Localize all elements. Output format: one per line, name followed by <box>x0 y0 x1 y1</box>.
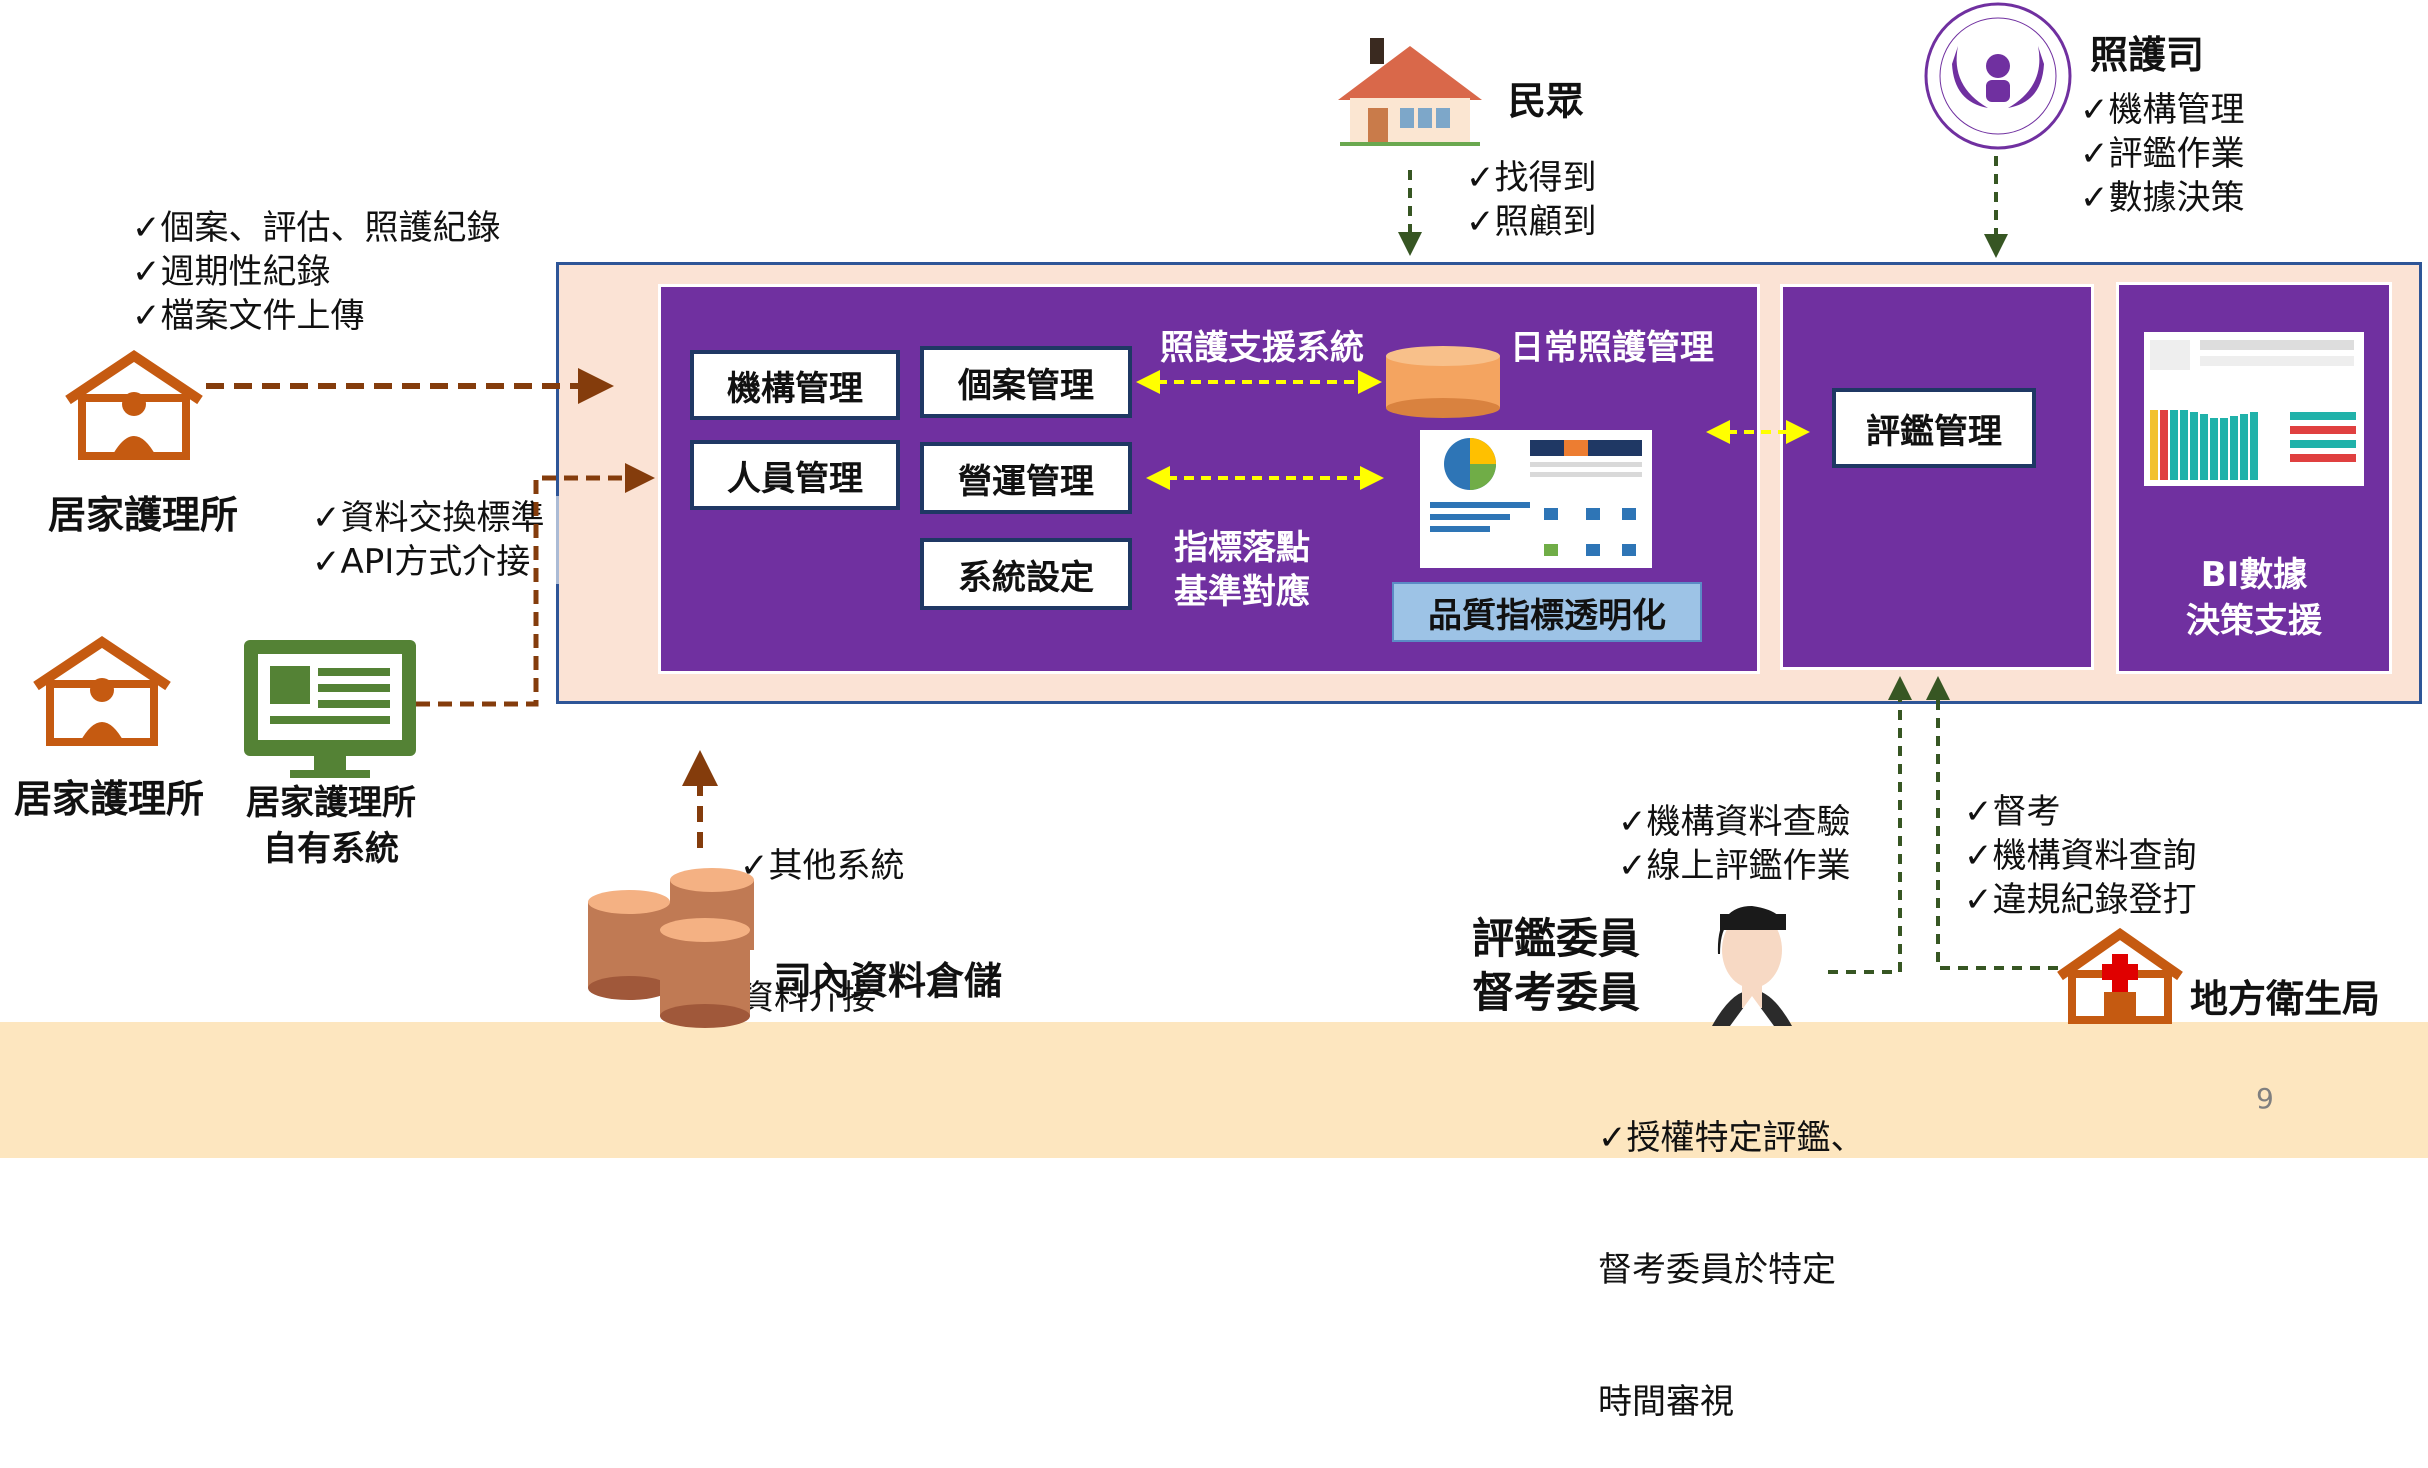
local-bureau-check-3: ✓違規紀錄登打 <box>1964 880 2197 920</box>
department-checklist: ✓機構管理 ✓評鑑作業 ✓數據決策 <box>2080 88 2245 220</box>
home-nursing-house-icon <box>65 349 203 460</box>
records-check-1: ✓個案、評估、照護紀錄 <box>132 208 501 248</box>
local-bureau-arrow <box>1926 676 2058 970</box>
evaluators-checklist: ✓機構資料查驗 ✓線上評鑑作業 <box>1618 800 1851 888</box>
home-nursing-label-1: 居家護理所 <box>48 493 239 537</box>
indicator-mapping-line-1: 指標落點 <box>1174 528 1310 568</box>
quality-transparency-box[interactable]: 品質指標透明化 <box>1392 582 1702 642</box>
local-bureau-check-2: ✓機構資料查詢 <box>1964 836 2197 876</box>
hospital-icon <box>2057 927 2183 1024</box>
data-warehouse-label: 司內資料倉儲 <box>774 959 1003 1003</box>
monitor-icon <box>244 640 416 778</box>
barrels-icon <box>588 868 754 1028</box>
public-check-1: ✓找得到 <box>1466 158 1597 198</box>
data-exchange-checklist: ✓資料交換標準 ✓API方式介接 <box>312 496 559 584</box>
home-nursing-house-icon-2 <box>33 635 171 746</box>
authorization-check-1: ✓授權特定評鑑、 <box>1598 1118 1865 1158</box>
records-check-3: ✓檔案文件上傳 <box>132 296 365 336</box>
dashboard-thumbnail-icon <box>1420 430 1652 568</box>
records-check-2: ✓週期性紀錄 <box>132 252 331 292</box>
evaluator-arrow <box>1828 676 1912 974</box>
local-bureau-checklist: ✓督考 ✓機構資料查詢 ✓違規紀錄登打 <box>1964 790 2197 922</box>
eval-mgmt-box[interactable]: 評鑑管理 <box>1832 388 2036 468</box>
home-nursing-own-system-label: 居家護理所 自有系統 <box>236 780 426 872</box>
evaluator-person-icon <box>1712 906 1792 1026</box>
staff-mgmt-box[interactable]: 人員管理 <box>690 440 900 510</box>
evaluation-panel <box>1780 284 2094 670</box>
bi-support-line-1: BI數據 <box>2200 555 2308 595</box>
department-check-1: ✓機構管理 <box>2080 90 2245 130</box>
own-system-arrow <box>416 463 655 707</box>
department-check-2: ✓評鑑作業 <box>2080 134 2245 174</box>
exchange-check-1: ✓資料交換標準 <box>312 498 545 538</box>
home-nursing-label-2: 居家護理所 <box>14 777 205 821</box>
records-checklist: ✓個案、評估、照護紀錄 ✓週期性紀錄 ✓檔案文件上傳 <box>132 206 501 338</box>
org-mgmt-box[interactable]: 機構管理 <box>690 350 900 420</box>
daily-care-mgmt-label: 日常照護管理 <box>1510 328 1714 368</box>
bi-support-line-2: 決策支援 <box>2186 601 2322 641</box>
bi-dashboard-thumbnail-icon <box>2144 332 2364 486</box>
other-systems-checklist: ✓其他系統 資料介接 <box>740 756 905 1064</box>
evaluators-check-2: ✓線上評鑑作業 <box>1618 846 1851 886</box>
sys-settings-box[interactable]: 系統設定 <box>920 538 1132 610</box>
diagram-graphics <box>33 2 2364 1028</box>
exchange-check-2: ✓API方式介接 <box>312 542 531 582</box>
public-checklist: ✓找得到 ✓照顧到 <box>1466 156 1597 244</box>
evaluators-label: 評鑑委員 督考委員 <box>1472 912 1640 1020</box>
evaluators-check-1: ✓機構資料查驗 <box>1618 802 1851 842</box>
own-system-line-2: 自有系統 <box>263 829 399 869</box>
page-number: 9 <box>2256 1082 2274 1115</box>
evaluators-line-1: 評鑑委員 <box>1472 914 1641 963</box>
department-logo-icon <box>1924 2 2072 150</box>
local-bureau-check-1: ✓督考 <box>1964 792 2061 832</box>
ops-mgmt-box[interactable]: 營運管理 <box>920 442 1132 514</box>
bi-support-label: BI數據 決策支援 <box>2116 552 2392 644</box>
database-icon <box>1386 346 1500 418</box>
public-check-2: ✓照顧到 <box>1466 202 1597 242</box>
own-system-line-1: 居家護理所 <box>246 783 416 823</box>
indicator-mapping-line-2: 基準對應 <box>1174 572 1310 612</box>
authorization-check-3: 時間審視 <box>1598 1382 1734 1422</box>
indicator-mapping-label: 指標落點 基準對應 <box>1174 526 1310 614</box>
local-health-bureau-label: 地方衛生局 <box>2190 977 2381 1021</box>
department-label: 照護司 <box>2090 33 2205 77</box>
public-label: 民眾 <box>1508 79 1585 123</box>
department-check-3: ✓數據決策 <box>2080 178 2245 218</box>
other-systems-check-2: 資料介接 <box>740 978 876 1018</box>
case-mgmt-box[interactable]: 個案管理 <box>920 346 1132 418</box>
other-systems-check-1: ✓其他系統 <box>740 846 905 886</box>
evaluators-line-2: 督考委員 <box>1472 968 1641 1017</box>
house-icon <box>1338 38 1482 146</box>
footer-band <box>0 1022 2428 1158</box>
care-support-system-label: 照護支援系統 <box>1160 328 1364 368</box>
authorization-check-2: 督考委員於特定 <box>1598 1250 1836 1290</box>
